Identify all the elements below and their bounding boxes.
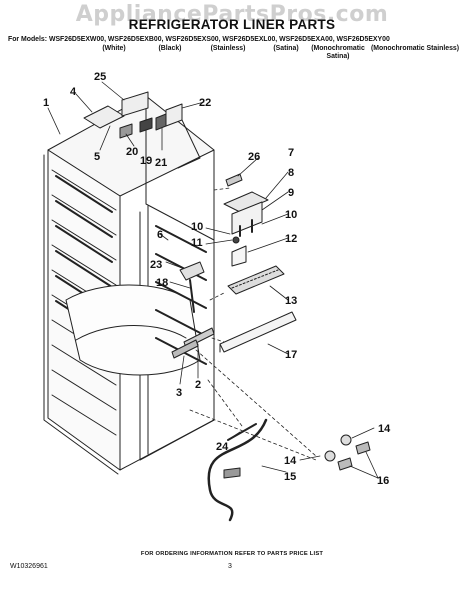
callout-3: 3	[176, 387, 182, 399]
callout-13: 13	[285, 295, 297, 307]
crisper-floor	[65, 284, 201, 376]
part-8-light-housing	[223, 191, 269, 213]
callout-5: 5	[94, 151, 100, 163]
callout-26: 26	[248, 151, 260, 163]
callout-9: 9	[288, 187, 294, 199]
color-satina: (Satina)	[273, 45, 299, 52]
part-4-housing	[83, 105, 125, 129]
callout-8: 8	[288, 167, 294, 179]
part-12-bulb	[231, 245, 247, 267]
part-14-fitting-upper	[340, 434, 352, 446]
part-15-water-line	[207, 418, 268, 522]
callout-18: 18	[156, 277, 168, 289]
callout-4: 4	[70, 86, 77, 98]
color-mono-stainless: (Monochromatic Stainless)	[370, 45, 460, 52]
callout-20: 20	[126, 146, 138, 158]
callout-6: 6	[157, 229, 163, 241]
page-number: 3	[228, 563, 232, 570]
callout-1: 1	[43, 97, 49, 109]
part-19-clip	[139, 117, 153, 133]
callout-11: 11	[191, 237, 203, 249]
callout-23: 23	[150, 259, 162, 271]
page-title: REFRIGERATOR LINER PARTS	[128, 17, 336, 32]
models-line: For Models: WSF26D5EXW00, WSF26D5EXB00, …	[8, 36, 390, 43]
part-25-bracket	[121, 91, 149, 117]
part-13-bar	[227, 265, 285, 295]
callout-10b: 10	[285, 209, 297, 221]
part-16-cap-lower	[337, 457, 353, 471]
callout-15: 15	[284, 471, 296, 483]
callout-16: 16	[377, 475, 389, 487]
callout-24: 24	[216, 441, 229, 453]
part-18-rod	[189, 279, 195, 313]
callout-25: 25	[94, 71, 106, 83]
callout-17: 17	[285, 349, 297, 361]
part-11-fastener	[232, 236, 240, 244]
color-black: (Black)	[158, 45, 182, 52]
part-20-clip	[119, 123, 133, 139]
callout-22: 22	[199, 97, 211, 109]
callout-12: 12	[285, 233, 297, 245]
callout-10a: 10	[191, 221, 203, 233]
part-17-shelf	[219, 311, 297, 353]
callout-19: 19	[140, 155, 152, 167]
model-colors: (White) (Black) (Stainless) (Satina) (Mo…	[0, 45, 464, 65]
part-26-screw	[225, 173, 243, 187]
part-16-cap-upper	[355, 441, 371, 455]
callout-2: 2	[195, 379, 201, 391]
callout-21: 21	[155, 157, 167, 169]
color-stainless: (Stainless)	[210, 45, 246, 52]
color-white: (White)	[102, 45, 126, 52]
callout-14b: 14	[284, 455, 297, 467]
callout-14a: 14	[378, 423, 391, 435]
document-id: W10326961	[10, 563, 48, 570]
watermark: AppliancePartsPros.com	[75, 2, 389, 27]
callout-7: 7	[288, 147, 294, 159]
part-23-bracket	[179, 261, 205, 281]
inner-rails	[155, 225, 207, 365]
color-mono-satina: (Monochromatic Satina)	[311, 45, 365, 60]
ordering-note: FOR ORDERING INFORMATION REFER TO PARTS …	[140, 551, 324, 557]
part-14-fitting-lower	[324, 450, 336, 462]
